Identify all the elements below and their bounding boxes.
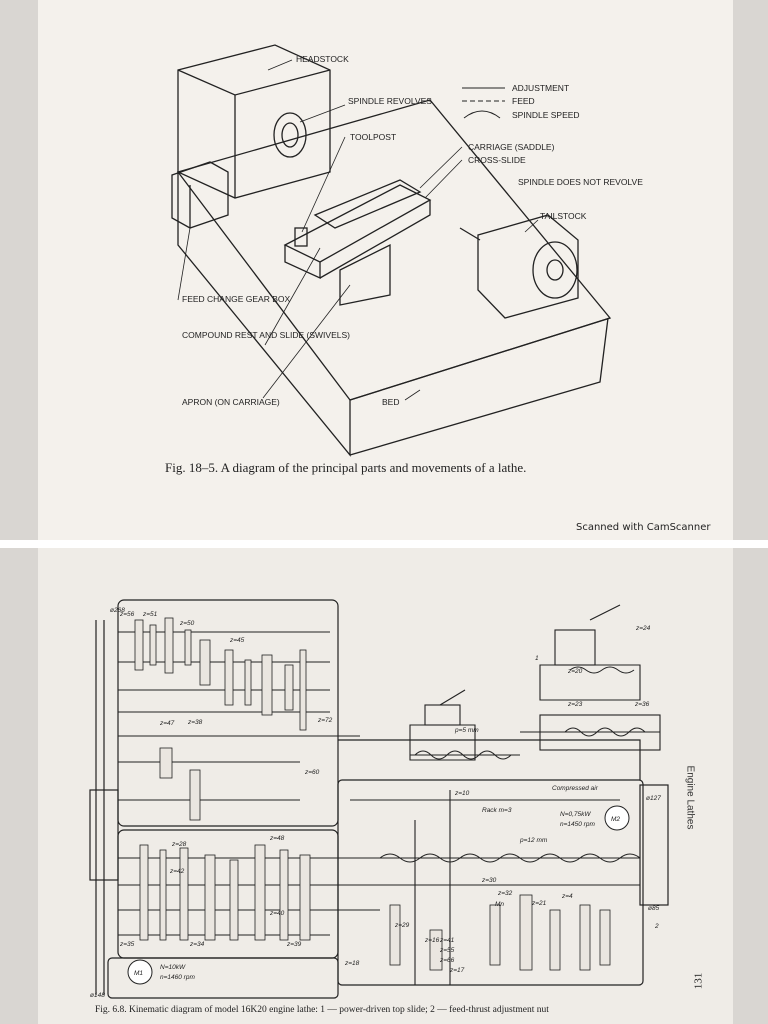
label-z40: z=40 — [269, 910, 285, 917]
label-z60: z=60 — [304, 769, 320, 776]
label-bed: BED — [382, 397, 399, 407]
label-feed-box: FEED CHANGE GEAR BOX — [182, 294, 290, 304]
label-z30: z=30 — [481, 877, 497, 884]
label-p12: p=12 mm — [519, 837, 548, 844]
label-z21: z=21 — [531, 900, 547, 907]
motor-m1-icon — [127, 959, 153, 985]
label-z51: z=51 — [142, 611, 158, 618]
label-spindle-not-revolve: SPINDLE DOES NOT REVOLVE — [518, 177, 643, 187]
label-z42: z=42 — [169, 868, 185, 875]
label-part-1: 1 — [535, 655, 539, 662]
label-z28: z=28 — [171, 841, 187, 848]
gear-blocks — [134, 617, 611, 971]
label-z38: z=38 — [187, 719, 203, 726]
label-z47: z=47 — [159, 720, 175, 727]
label-z34: z=34 — [189, 941, 205, 948]
legend-feed: FEED — [512, 96, 535, 106]
label-rack: Rack m=3 — [482, 807, 512, 814]
label-z50: z=50 — [179, 620, 195, 627]
label-m2-rpm: n=1450 rpm — [560, 821, 595, 828]
scanner-watermark: Scanned with CamScanner — [576, 522, 711, 533]
label-z10: z=10 — [454, 790, 470, 797]
label-z32: z=32 — [497, 890, 513, 897]
lead-screws — [379, 666, 646, 863]
label-z66: z=66 — [439, 957, 455, 964]
label-m2-power: N=0,75kW — [560, 811, 591, 818]
label-headstock: HEADSTOCK — [296, 54, 349, 64]
figure2-caption: Fig. 6.8. Kinematic diagram of model 16K… — [95, 1005, 549, 1015]
label-z72: z=72 — [317, 717, 333, 724]
label-z17: z=17 — [449, 967, 465, 974]
leader-lines — [177, 59, 539, 401]
label-z56: z=56 — [119, 611, 135, 618]
label-d85: ø85 — [648, 905, 660, 912]
label-compound-rest: COMPOUND REST AND SLIDE (SWIVELS) — [182, 330, 350, 340]
label-m2: M2 — [611, 816, 620, 823]
label-z23: z=23 — [567, 701, 583, 708]
label-z48: z=48 — [269, 835, 285, 842]
label-toolpost: TOOLPOST — [350, 132, 396, 142]
label-cross-slide: CROSS-SLIDE — [468, 155, 526, 165]
motor-m2-icon — [604, 805, 630, 831]
label-z45: z=45 — [229, 637, 245, 644]
label-tailstock: TAILSTOCK — [540, 211, 587, 221]
label-compressed-air: Compressed air — [552, 785, 599, 792]
label-z41: z=41 — [439, 937, 455, 944]
label-z16: z=16 — [424, 937, 440, 944]
label-d127: ø127 — [646, 795, 661, 802]
label-z35: z=35 — [119, 941, 135, 948]
running-head: Engine Lathes — [684, 765, 696, 830]
label-part-2: 2 — [654, 923, 659, 930]
label-z36: z=36 — [634, 701, 650, 708]
legend-adjustment: ADJUSTMENT — [512, 83, 569, 93]
label-d268: ø268 — [110, 607, 125, 614]
label-spindle-revolves: SPINDLE REVOLVES — [348, 96, 432, 106]
upper-page — [38, 0, 733, 540]
tool-slides — [409, 604, 661, 985]
label-p5: p=5 mm — [454, 727, 479, 734]
label-m1: M1 — [134, 970, 143, 977]
label-z18: z=18 — [344, 960, 360, 967]
page-number: 131 — [692, 972, 705, 990]
label-z24: z=24 — [635, 625, 651, 632]
motors — [127, 805, 630, 985]
page-gap — [0, 540, 768, 548]
legend-spindle-speed: SPINDLE SPEED — [512, 110, 580, 120]
label-z20: z=20 — [567, 668, 583, 675]
label-z39: z=39 — [286, 941, 302, 948]
legend-arrows — [462, 87, 505, 119]
label-m1-rpm: n=1460 rpm — [160, 974, 195, 981]
gearbox-frames — [89, 599, 669, 999]
figure1-caption: Fig. 18–5. A diagram of the principal pa… — [165, 460, 527, 475]
lathe-outline — [171, 44, 612, 457]
label-z29: z=29 — [394, 922, 410, 929]
lathe-diagram: HEADSTOCK SPINDLE REVOLVES TOOLPOST CARR… — [171, 44, 643, 457]
label-z4: z=4 — [561, 893, 573, 900]
label-carriage: CARRIAGE (SADDLE) — [468, 142, 555, 152]
label-z55: z=55 — [439, 947, 455, 954]
label-mn: Mn — [495, 901, 504, 908]
label-apron: APRON (ON CARRIAGE) — [182, 397, 280, 407]
label-m1-power: N=10kW — [160, 964, 186, 971]
label-d148: ø148 — [90, 992, 105, 999]
